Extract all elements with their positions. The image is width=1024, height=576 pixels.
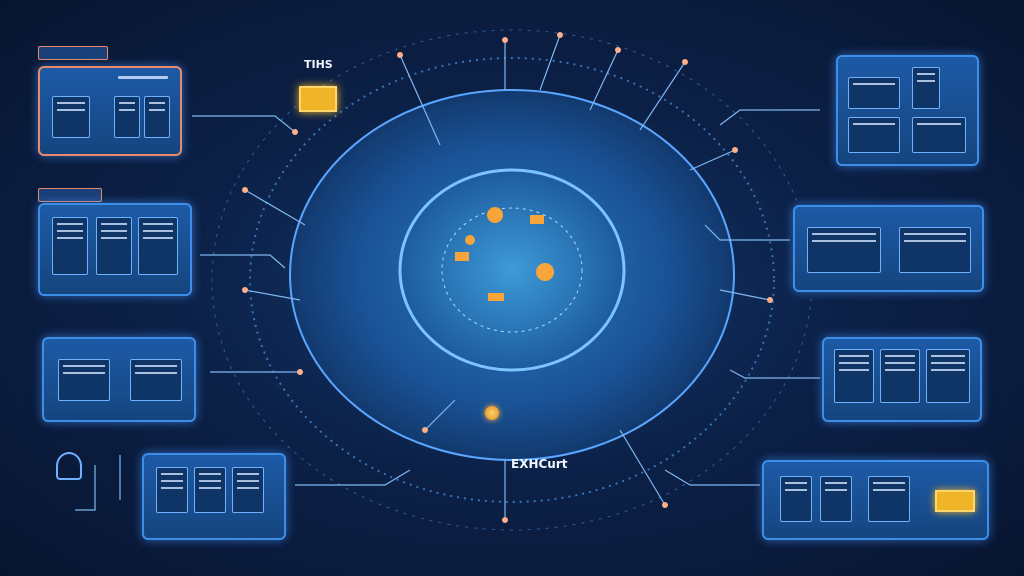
inner-icons	[455, 207, 554, 301]
panel-title-tab	[38, 188, 102, 202]
info-panel-right-1	[836, 55, 979, 166]
gear-badge-icon	[299, 86, 337, 112]
info-panel-left-4	[142, 453, 286, 540]
cart-icon	[935, 490, 975, 512]
outer-ring-2	[249, 57, 775, 503]
panel-title-tab	[38, 46, 108, 60]
inner-disc	[398, 168, 626, 372]
info-panel-right-4	[762, 460, 989, 540]
user-icon	[56, 452, 82, 480]
badge-label: TIHS	[304, 58, 333, 71]
info-panel-right-2	[793, 205, 984, 292]
coin-icon	[485, 406, 499, 420]
connector-nodes	[242, 32, 773, 523]
connector-lines	[75, 34, 820, 520]
info-panel-left-1	[38, 66, 182, 156]
info-panel-left-3	[42, 337, 196, 422]
info-panel-left-2	[38, 203, 192, 296]
center-label: EXHCurt	[511, 457, 568, 471]
info-panel-right-3	[822, 337, 982, 422]
